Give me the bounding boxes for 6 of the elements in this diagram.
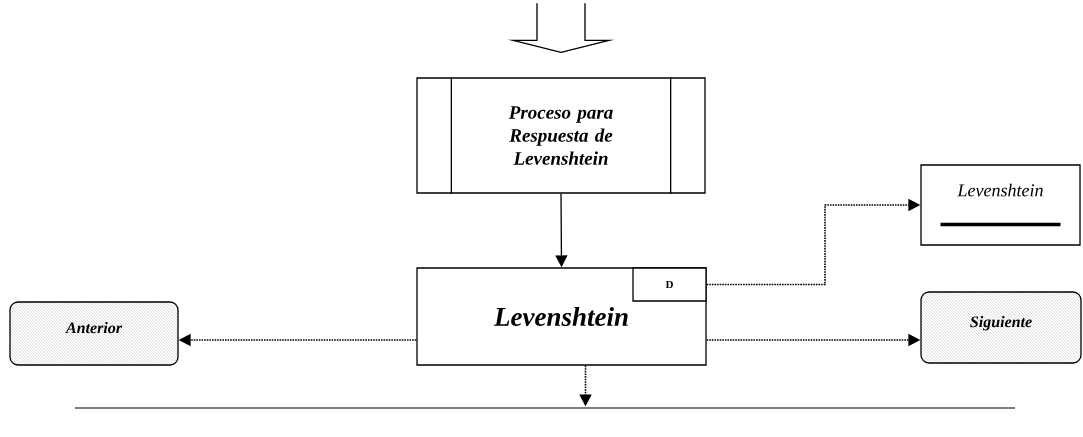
tag-box: D (632, 267, 707, 302)
horizontal-line (74, 407, 1016, 409)
connector-box: Siguiente (920, 291, 1082, 364)
data-box: Levenshtein (920, 164, 1081, 246)
connector-box: Anterior (9, 301, 179, 366)
predefined-process-box: Proceso para Respuesta de Levenshtein (416, 76, 706, 195)
